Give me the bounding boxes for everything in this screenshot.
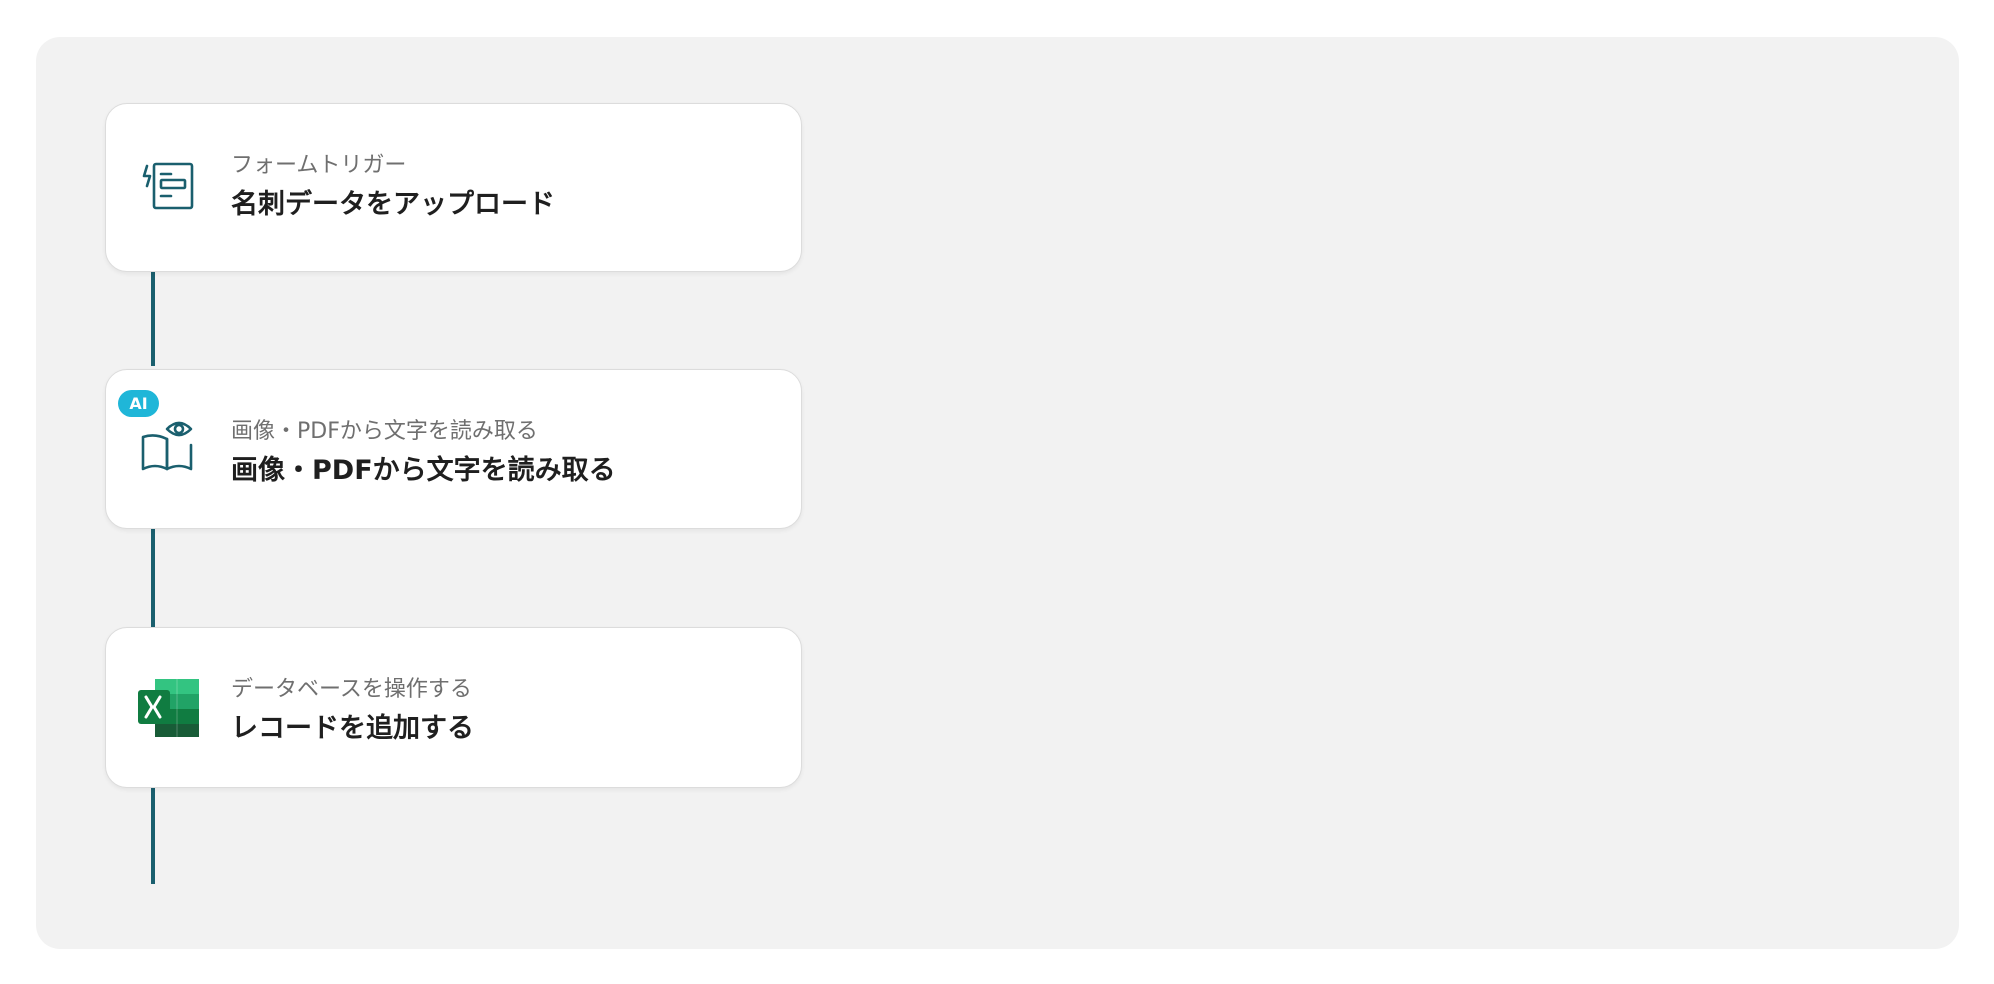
step-category: データベースを操作する [231, 677, 472, 702]
excel-icon [137, 676, 201, 740]
ai-badge: AI [118, 390, 159, 417]
step-title: レコードを追加する [231, 713, 474, 744]
step-category: フォームトリガー [231, 153, 407, 178]
form-trigger-icon [137, 154, 201, 218]
flow-canvas: フォームトリガー 名刺データをアップロード AI 画像・PDFから文字を読み取る… [36, 37, 1959, 949]
flow-connector-3 [151, 787, 155, 884]
flow-connector-1 [151, 271, 155, 366]
step-category: 画像・PDFから文字を読み取る [231, 419, 538, 444]
ocr-book-eye-icon [137, 415, 201, 479]
flow-connector-2 [151, 528, 155, 628]
step-title: 画像・PDFから文字を読み取る [231, 455, 616, 486]
step-card-form-trigger[interactable]: フォームトリガー 名刺データをアップロード [105, 103, 802, 272]
step-title: 名刺データをアップロード [231, 189, 555, 220]
step-card-database[interactable]: データベースを操作する レコードを追加する [105, 627, 802, 788]
step-card-ocr[interactable]: AI 画像・PDFから文字を読み取る 画像・PDFから文字を読み取る [105, 369, 802, 529]
